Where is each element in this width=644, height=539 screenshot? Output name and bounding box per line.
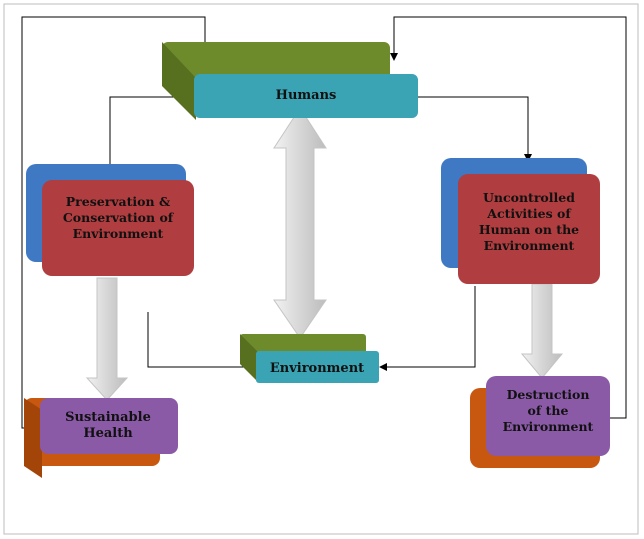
sustainable-box-face	[40, 398, 178, 454]
environment-box-face	[256, 351, 379, 383]
humans-label: Humans	[276, 88, 337, 103]
preservation-box-face	[42, 180, 194, 276]
arrow-uncontrolled-to-destruction	[520, 283, 564, 379]
sustainable-box-side	[24, 398, 42, 478]
preservation-label-line: Preservation &	[66, 194, 171, 209]
destruction-label-line: Destruction	[507, 387, 590, 402]
uncontrolled-label-line: Uncontrolled	[483, 190, 575, 205]
preservation-label-line: Environment	[73, 226, 164, 241]
uncontrolled-label-line: Activities of	[486, 206, 572, 221]
connector-humans-to-uncontrolled	[418, 96, 532, 162]
connector-destruction-to-humans	[390, 16, 627, 419]
destruction-label-line: Environment	[503, 419, 594, 434]
preservation-label-line: Conservation of	[63, 210, 175, 225]
humans-box-side	[162, 42, 196, 120]
node-humans: Humans	[162, 42, 418, 120]
uncontrolled-label-line: Human on the	[479, 222, 579, 237]
sustainable-label-line: Sustainable	[65, 410, 151, 425]
sustainable-label-line: Health	[83, 426, 133, 441]
connector-preservation-to-environment	[147, 312, 255, 371]
node-environment: Environment	[240, 334, 379, 383]
humans-label-line: Humans	[276, 88, 337, 103]
uncontrolled-label-line: Environment	[484, 238, 575, 253]
outer-frame	[3, 3, 639, 535]
humans-box-face	[194, 74, 418, 118]
connector-uncontrolled-to-environment	[379, 286, 476, 371]
double-arrow-humans-environment	[273, 107, 327, 339]
destruction-box-face	[486, 376, 610, 456]
destruction-label-line: of the	[528, 403, 569, 418]
uncontrolled-box-face	[458, 174, 600, 284]
arrow-preservation-to-sustainable	[85, 277, 129, 401]
connector-humans-to-preservation	[106, 96, 192, 173]
environment-label: Environment	[270, 361, 364, 376]
environment-box-side	[240, 334, 258, 382]
environment-label-line: Environment	[270, 361, 364, 376]
